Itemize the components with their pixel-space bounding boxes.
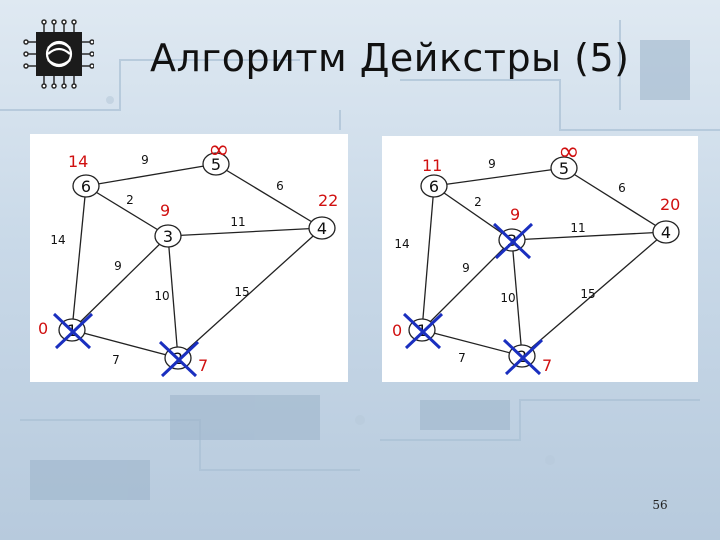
node-label: 4	[317, 219, 327, 238]
graph-diagram-right: 962111491015712345607920∞11	[392, 137, 680, 376]
edge-6-1	[71, 185, 87, 331]
slide-title: Алгоритм Дейкстры (5)	[150, 36, 630, 80]
edge-weights-group: 9 6 2 11 14 9 10 15 7	[394, 157, 625, 365]
edge-weight-label: 14	[394, 237, 409, 251]
node-5-circle	[550, 156, 578, 180]
graph-panel-left: 962111491015712345607922∞14	[30, 134, 348, 382]
nodes-group: 123456	[408, 156, 680, 368]
node-label: 6	[81, 177, 91, 196]
edge-weight-label: 11	[230, 215, 245, 229]
edge-weight-label: 6	[618, 181, 626, 195]
edge-5-4	[215, 163, 323, 229]
edge-weight-label: 7	[458, 351, 466, 365]
distance-label: 9	[160, 201, 170, 220]
distance-labels-group: 0 7 9 22 ∞ 14	[38, 135, 338, 375]
edge-weight-label: 9	[462, 261, 470, 275]
visited-cross-mark	[494, 222, 534, 260]
edge-3-2	[167, 235, 179, 359]
distance-label: 22	[318, 191, 338, 210]
graph-panel-right: 962111491015712345607920∞11	[382, 136, 698, 382]
edge-3-4	[511, 231, 667, 241]
edge-1-3	[71, 235, 169, 331]
edge-6-3	[85, 185, 169, 237]
node-3-circle	[154, 224, 182, 248]
visited-marks-group	[402, 222, 544, 376]
node-5-circle	[202, 152, 230, 176]
node-label: 6	[429, 177, 439, 196]
chip-logo-icon	[23, 19, 94, 89]
edge-weight-label: 9	[141, 153, 149, 167]
distance-label-infinity: ∞	[208, 135, 230, 165]
edge-5-4	[563, 167, 667, 233]
distance-label: 14	[68, 152, 88, 171]
node-label: 5	[559, 159, 569, 178]
node-label: 3	[163, 227, 173, 246]
edge-weight-label: 11	[570, 221, 585, 235]
edge-1-2	[421, 329, 523, 357]
edge-weight-label: 15	[580, 287, 595, 301]
edge-3-4	[167, 227, 323, 237]
node-6-circle	[420, 174, 448, 198]
graph-diagram-left: 962111491015712345607922∞14	[38, 135, 338, 378]
edge-2-4	[521, 231, 667, 357]
visited-cross-mark	[404, 312, 444, 350]
edge-weight-label: 10	[500, 291, 515, 305]
visited-cross-mark	[160, 340, 200, 378]
edges-group	[421, 167, 667, 357]
edge-weight-label: 6	[276, 179, 284, 193]
edge-3-2	[511, 239, 523, 357]
visited-marks-group	[52, 312, 200, 378]
page-number: 56	[652, 498, 668, 512]
distance-labels-group: 0 7 9 20 ∞ 11	[392, 137, 680, 375]
edge-1-2	[71, 329, 179, 359]
node-label: 5	[211, 155, 221, 174]
visited-cross-mark	[54, 312, 94, 350]
edge-weight-label: 14	[50, 233, 65, 247]
node-4-circle	[652, 220, 680, 244]
edge-weight-label: 7	[112, 353, 120, 367]
distance-label: 7	[198, 356, 208, 375]
distance-label: 20	[660, 195, 680, 214]
edge-weight-label: 10	[154, 289, 169, 303]
edge-weight-label: 9	[114, 259, 122, 273]
edge-weight-label: 9	[488, 157, 496, 171]
edge-6-5	[85, 163, 217, 187]
node-4-circle	[308, 216, 336, 240]
distance-label: 7	[542, 356, 552, 375]
edge-6-5	[433, 167, 565, 187]
distance-label: 11	[422, 156, 442, 175]
edge-6-1	[421, 185, 435, 331]
edge-weight-label: 15	[234, 285, 249, 299]
node-label: 4	[661, 223, 671, 242]
node-6-circle	[72, 174, 100, 198]
edge-weight-label: 2	[126, 193, 134, 207]
visited-cross-mark	[504, 338, 544, 376]
distance-label-infinity: ∞	[558, 137, 580, 167]
edge-6-3	[433, 185, 513, 241]
nodes-group: 123456	[58, 152, 336, 370]
edge-weight-label: 2	[474, 195, 482, 209]
edge-1-3	[421, 239, 513, 331]
edge-2-4	[177, 227, 323, 359]
distance-label: 9	[510, 205, 520, 224]
edge-weights-group: 9 6 2 11 14 9 10 15 7	[50, 153, 283, 367]
edges-group	[71, 163, 323, 359]
distance-label: 0	[392, 321, 402, 340]
distance-label: 0	[38, 319, 48, 338]
